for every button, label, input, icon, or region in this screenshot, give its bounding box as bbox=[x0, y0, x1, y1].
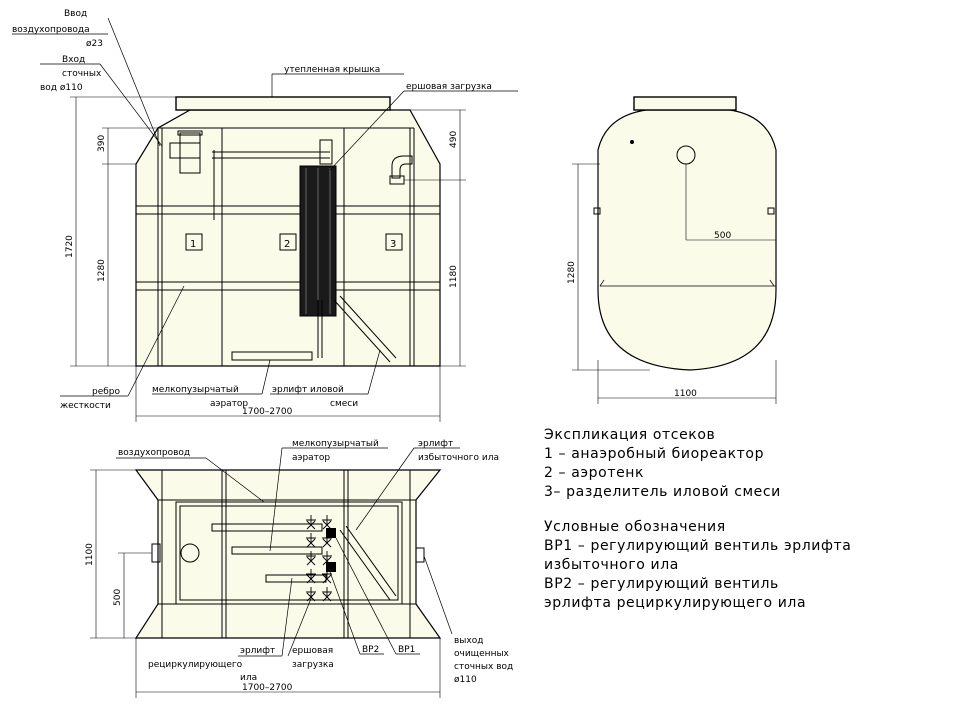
label-outlet-1: выход bbox=[454, 636, 483, 646]
label-sewage-inlet-3: вод ø110 bbox=[40, 83, 83, 93]
dim-end-width: 1100 bbox=[674, 389, 697, 399]
end-lid bbox=[633, 96, 737, 111]
compartment-1: 1 bbox=[190, 239, 196, 250]
dim-plan-width: 1100 bbox=[85, 543, 95, 566]
label-outlet-4: ø110 bbox=[454, 675, 477, 685]
label-airlift-recirc-1: эрлифт bbox=[240, 646, 275, 656]
side-brush-load bbox=[299, 165, 337, 317]
dim-side-body: 1280 bbox=[97, 259, 107, 282]
dim-side-total-height: 1720 bbox=[65, 235, 75, 258]
plan-view: воздухопровод мелкопузырчатый аэратор эр… bbox=[85, 439, 513, 698]
label-plan-aerator-1: мелкопузырчатый bbox=[292, 439, 379, 449]
label-side-airlift-1: эрлифт иловой bbox=[272, 385, 344, 395]
label-side-aerator-2: аэратор bbox=[210, 399, 248, 409]
label-airlift-excess-1: эрлифт bbox=[418, 439, 453, 449]
symbols-heading: Условные обозначения bbox=[544, 519, 726, 535]
label-air-inlet-1: Ввод bbox=[64, 9, 87, 19]
label-brush-load: ершовая загрузка bbox=[406, 82, 492, 92]
label-rib-1: ребро bbox=[92, 387, 121, 397]
symbol-bp2-cont: эрлифта рециркулирующего ила bbox=[544, 595, 807, 611]
label-air-inlet-2: воздухопровода bbox=[12, 25, 90, 35]
label-sewage-inlet-2: сточных bbox=[62, 69, 102, 79]
symbol-bp1-cont: избыточного ила bbox=[544, 557, 679, 573]
dim-plan-offset: 500 bbox=[113, 589, 123, 606]
label-outlet-3: сточных вод bbox=[454, 662, 513, 672]
label-bp1: ВР1 bbox=[398, 645, 415, 655]
side-view: 1 2 3 Ввод воздухопровода ø23 Вход сточн… bbox=[12, 9, 518, 422]
legend-item-2: 2 – аэротенк bbox=[544, 465, 645, 481]
legend-heading: Экспликация отсеков bbox=[544, 427, 716, 443]
label-sewage-inlet-1: Вход bbox=[62, 55, 85, 65]
compartment-2: 2 bbox=[284, 239, 290, 250]
dim-side-right: 1180 bbox=[449, 265, 459, 288]
dim-plan-length: 1700–2700 bbox=[242, 683, 293, 693]
label-outlet-2: очищенных bbox=[454, 649, 510, 659]
label-plan-brush-1: ершовая bbox=[292, 646, 333, 656]
dim-side-right-top: 490 bbox=[449, 131, 459, 148]
plan-brush-stars bbox=[306, 515, 332, 602]
label-airlift-recirc-3: ила bbox=[240, 673, 257, 683]
label-side-airlift-2: смеси bbox=[330, 399, 358, 409]
label-rib-2: жесткости bbox=[60, 401, 111, 411]
label-air-inlet-3: ø23 bbox=[86, 39, 103, 49]
dim-end-offset: 500 bbox=[714, 231, 731, 241]
dim-side-top: 390 bbox=[97, 135, 107, 152]
label-bp2: ВР2 bbox=[362, 645, 379, 655]
label-plan-brush-2: загрузка bbox=[292, 660, 334, 670]
label-lid: утепленная крышка bbox=[284, 65, 380, 75]
compartment-3: 3 bbox=[390, 239, 396, 250]
end-view: 500 1280 1100 bbox=[567, 96, 777, 404]
label-plan-aerator-2: аэратор bbox=[292, 453, 330, 463]
side-lid bbox=[175, 96, 391, 111]
label-air-pipe: воздухопровод bbox=[118, 448, 190, 458]
legend-item-1: 1 – анаэробный биореактор bbox=[544, 446, 765, 462]
symbol-bp2: ВР2 – регулирующий вентиль bbox=[544, 576, 779, 592]
symbol-bp1: ВР1 – регулирующий вентиль эрлифта bbox=[544, 538, 852, 554]
label-side-aerator-1: мелкопузырчатый bbox=[152, 385, 239, 395]
dim-side-length: 1700–2700 bbox=[242, 407, 293, 417]
label-airlift-recirc-2: рециркулирующего bbox=[148, 660, 243, 670]
dim-end-height: 1280 bbox=[567, 261, 577, 284]
label-airlift-excess-2: избыточного ила bbox=[418, 453, 499, 463]
legend-item-3: 3– разделитель иловой смеси bbox=[544, 484, 781, 500]
side-tank-body bbox=[135, 109, 441, 367]
